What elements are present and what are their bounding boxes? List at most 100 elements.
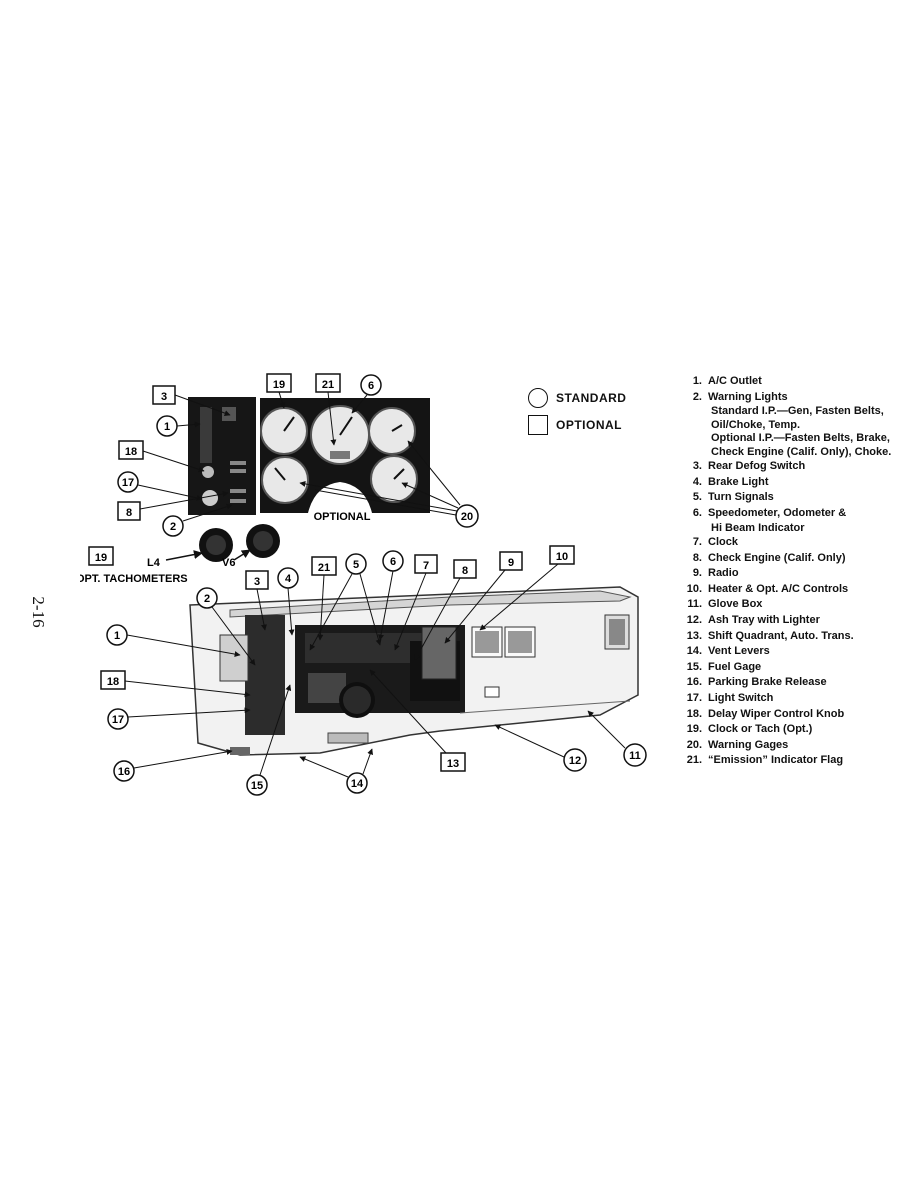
callout-11: 11 xyxy=(629,750,641,762)
callout-14: 14 xyxy=(351,778,364,790)
callout-18: 18 xyxy=(107,676,119,688)
legend-number: 17. xyxy=(686,692,702,704)
legend-text: Delay Wiper Control Knob xyxy=(708,707,845,720)
legend-text: Ash Tray with Lighter xyxy=(708,614,820,627)
legend-text: Turn Signals xyxy=(708,491,774,504)
legend-number: 10. xyxy=(686,582,702,595)
legend-number: 2. xyxy=(692,390,702,403)
callout-6: 6 xyxy=(390,556,396,568)
callout-16: 16 xyxy=(118,766,130,778)
legend-number: 15. xyxy=(686,660,702,673)
legend-number: 8. xyxy=(692,551,702,564)
callout-6-top: 6 xyxy=(368,380,374,392)
legend-number: 16. xyxy=(686,676,702,689)
legend-number: 14. xyxy=(686,645,702,658)
callout-10: 10 xyxy=(556,551,568,563)
callout-1: 1 xyxy=(114,630,120,642)
callout-2-top: 2 xyxy=(170,521,176,533)
circle-symbol-icon xyxy=(528,388,548,408)
legend-item: 2. Warning Lights xyxy=(668,390,916,406)
legend-text: Heater & Opt. A/C Controls xyxy=(708,582,849,595)
callout-19-top: 19 xyxy=(273,379,285,391)
legend-item: 21.“Emission” Indicator Flag xyxy=(668,753,916,769)
legend-text: Vent Levers xyxy=(708,645,770,658)
legend-item: 8. Check Engine (Calif. Only) xyxy=(668,551,916,567)
callout-21-top: 21 xyxy=(322,379,334,391)
legend-number: 12. xyxy=(686,614,702,627)
callout-1-top: 1 xyxy=(164,421,170,433)
legend-text: A/C Outlet xyxy=(708,375,762,387)
optional-cluster-label: OPTIONAL xyxy=(314,511,371,523)
callout-13: 13 xyxy=(447,758,459,770)
legend-number: 1. xyxy=(692,375,702,387)
legend-text: Check Engine (Calif. Only) xyxy=(708,551,846,564)
legend-text: Clock or Tach (Opt.) xyxy=(708,723,813,736)
legend-number: 3. xyxy=(692,460,702,473)
callout-19-left: 19 xyxy=(95,552,107,564)
legend-subtext: Hi Beam Indicator xyxy=(711,521,805,534)
callout-15: 15 xyxy=(251,780,263,792)
legend-text: Fuel Gage xyxy=(708,660,762,673)
legend-item: 4. Brake Light xyxy=(668,475,916,491)
switch-panel-detail xyxy=(188,397,256,515)
callout-17: 17 xyxy=(112,714,124,726)
key-optional: OPTIONAL xyxy=(528,415,622,435)
legend-number: 21. xyxy=(686,754,702,767)
callout-3: 3 xyxy=(254,576,260,588)
callout-12: 12 xyxy=(569,755,581,767)
legend-number: 19. xyxy=(686,723,702,736)
callout-2: 2 xyxy=(204,593,210,605)
key-standard-label: STANDARD xyxy=(556,391,627,405)
legend-item: 5. Turn Signals xyxy=(668,490,916,506)
callout-3-top: 3 xyxy=(161,391,167,403)
dashboard-drawing xyxy=(189,586,639,756)
legend-number: 20. xyxy=(686,738,702,751)
legend-subtext: Check Engine (Calif. Only), Choke. xyxy=(711,445,892,458)
legend-number: 4. xyxy=(692,475,702,488)
tach-title: OPT. TACHOMETERS xyxy=(80,573,188,585)
legend-number: 9. xyxy=(692,567,702,580)
callout-8: 8 xyxy=(462,565,468,577)
legend-item: 9. Radio xyxy=(668,566,916,582)
legend-item: 7.Clock xyxy=(668,535,916,551)
callout-5: 5 xyxy=(353,559,359,571)
key-optional-label: OPTIONAL xyxy=(556,418,622,432)
legend-item: 12. Ash Tray with Lighter xyxy=(668,613,916,629)
legend-text: Light Switch xyxy=(708,692,774,704)
legend-item: 15. Fuel Gage xyxy=(668,660,916,676)
callout-21: 21 xyxy=(318,562,330,574)
legend-number: 6. xyxy=(692,506,702,519)
page-number: 2-16 xyxy=(29,596,48,628)
legend-text: Shift Quadrant, Auto. Trans. xyxy=(708,629,854,642)
legend-item: 3.Rear Defog Switch xyxy=(668,459,916,475)
callout-4: 4 xyxy=(285,573,292,585)
tach-v6-label: V6 xyxy=(222,557,235,569)
legend-text: Warning Gages xyxy=(708,738,789,751)
legend-item: 17. Light Switch xyxy=(668,691,916,707)
legend-text: Glove Box xyxy=(708,598,763,611)
legend-item: 6. Speedometer, Odometer & xyxy=(668,506,916,522)
legend-number: 11. xyxy=(687,598,702,611)
legend-number: 5. xyxy=(692,491,702,504)
legend-item: 20. Warning Gages xyxy=(668,738,916,754)
legend-item: 1. A/C Outlet xyxy=(668,374,916,390)
legend-item: 11. Glove Box xyxy=(668,597,916,613)
legend-item: 10. Heater & Opt. A/C Controls xyxy=(668,582,916,598)
callout-8-top: 8 xyxy=(126,507,132,519)
legend-text: Radio xyxy=(708,567,739,580)
callout-7: 7 xyxy=(423,560,429,572)
legend-item: 18.Delay Wiper Control Knob xyxy=(668,707,916,723)
legend-text: Parking Brake Release xyxy=(708,676,827,689)
callout-18-top: 18 xyxy=(125,446,137,458)
legend-item: 13.Shift Quadrant, Auto. Trans. xyxy=(668,629,916,645)
legend-text: Brake Light xyxy=(708,475,769,488)
instrument-panel-diagram: OPTIONAL L4 V6 OPT. TACHOMETERS xyxy=(80,373,647,796)
key-standard: STANDARD xyxy=(528,388,626,408)
legend-text: Warning Lights xyxy=(708,390,788,403)
legend-text: Speedometer, Odometer & xyxy=(708,506,847,519)
legend-item: 14. Vent Levers xyxy=(668,644,916,660)
legend-item: 16. Parking Brake Release xyxy=(668,675,916,691)
legend-subtext: Optional I.P.—Fasten Belts, Brake, xyxy=(711,432,890,445)
tachometers xyxy=(199,524,280,562)
